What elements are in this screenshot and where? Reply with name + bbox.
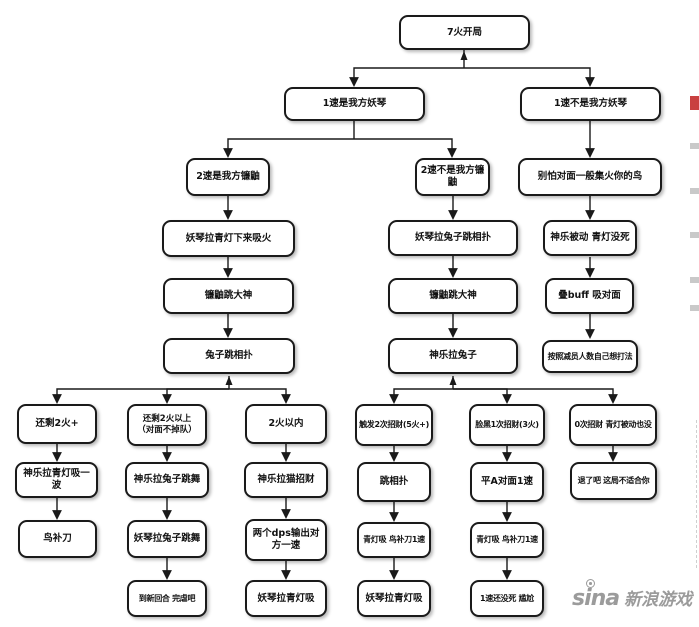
flow-node-quit: 退了吧 这局不适合你 [570,462,657,500]
flow-node-kagura-passive: 神乐被动 青灯没死 [543,220,637,256]
flow-node-lamp-bird-a: 青灯吸 鸟补刀1速 [357,522,431,558]
flow-node-speed1-yes: 1速是我方妖琴 [284,87,425,121]
flow-node-within-2fire: 2火以内 [245,404,327,444]
flow-node-yaoqin-lamp-absorb-b: 妖琴拉青灯吸 [357,580,431,617]
sina-logo: sina [572,579,620,611]
flow-node-plain-attack: 平A对面1速 [470,462,544,502]
sidebar-cutoff-red-mark [690,96,699,110]
flow-node-lianyou-dashen-b: 镰鼬跳大神 [388,278,518,314]
flow-node-speed2-no: 2速不是我方镰鼬 [415,158,490,196]
flow-node-start: 7火开局 [399,15,530,50]
flow-node-kagura-rabbit: 神乐拉兔子 [388,338,518,374]
sidebar-cutoff-dotted-line [696,420,697,568]
sidebar-cutoff-grey-mark [690,188,699,194]
flow-node-rabbit-sumo: 兔子跳相扑 [163,338,295,374]
flow-node-sumo: 跳相扑 [357,462,431,502]
flow-node-left-2fire-plus: 还剩2火+ [17,404,97,444]
flow-node-kagura-lamp-wave: 神乐拉青灯吸一波 [15,462,98,498]
watermark-site-text: 新浪游戏 [624,590,693,610]
flow-node-yaoqin-rabbit-dance: 妖琴拉兔子跳舞 [127,520,207,558]
flow-node-kagura-rabbit-dance: 神乐拉兔子跳舞 [125,462,209,498]
flow-node-kagura-cat: 神乐拉猫招财 [244,462,328,498]
flow-node-buff-stack: 叠buff 吸对面 [545,278,634,314]
flow-node-still-alive: 1速还没死 尴尬 [470,580,544,617]
flow-node-bird-finish: 鸟补刀 [18,520,97,558]
flow-node-improvise: 按照减员人数自己想打法 [542,340,638,373]
flow-node-zhaocai-0: 0次招财 青灯被动也没 [569,404,657,446]
flow-node-lamp-bird-b: 青灯吸 鸟补刀1速 [470,522,544,558]
flow-node-speed1-no: 1速不是我方妖琴 [520,87,661,121]
sina-eye-icon [586,579,595,588]
flow-node-speed2-yes: 2速是我方镰鼬 [186,158,270,196]
flow-node-zhaocai-1: 脸黑1次招财(3火) [469,404,545,446]
sidebar-cutoff-grey-mark [690,232,699,238]
flow-node-yaoqin-lamp-absorb-a: 妖琴拉青灯吸 [245,580,327,617]
flow-node-lianyou-dashen-a: 镰鼬跳大神 [163,278,294,314]
sidebar-cutoff-grey-mark [690,305,699,311]
flow-node-no-fear: 别怕对面一般集火你的鸟 [518,158,662,196]
flow-node-new-round: 到新回合 完虐吧 [127,580,207,617]
flow-node-dps-burst: 两个dps输出对方一速 [245,519,327,561]
flow-node-yaoqin-lamp: 妖琴拉青灯下来吸火 [162,220,295,257]
flow-node-left-2fire-above: 还剩2火以上 （对面不掉队） [127,404,207,446]
flow-node-yaoqin-rabbit-sumo: 妖琴拉兔子跳相扑 [388,220,518,256]
watermark: sina 新浪游戏 [572,579,693,611]
sidebar-cutoff-grey-mark [690,143,699,149]
flow-node-zhaocai-2: 触发2次招财(5火+) [355,404,433,446]
sidebar-cutoff-grey-mark [690,277,699,283]
